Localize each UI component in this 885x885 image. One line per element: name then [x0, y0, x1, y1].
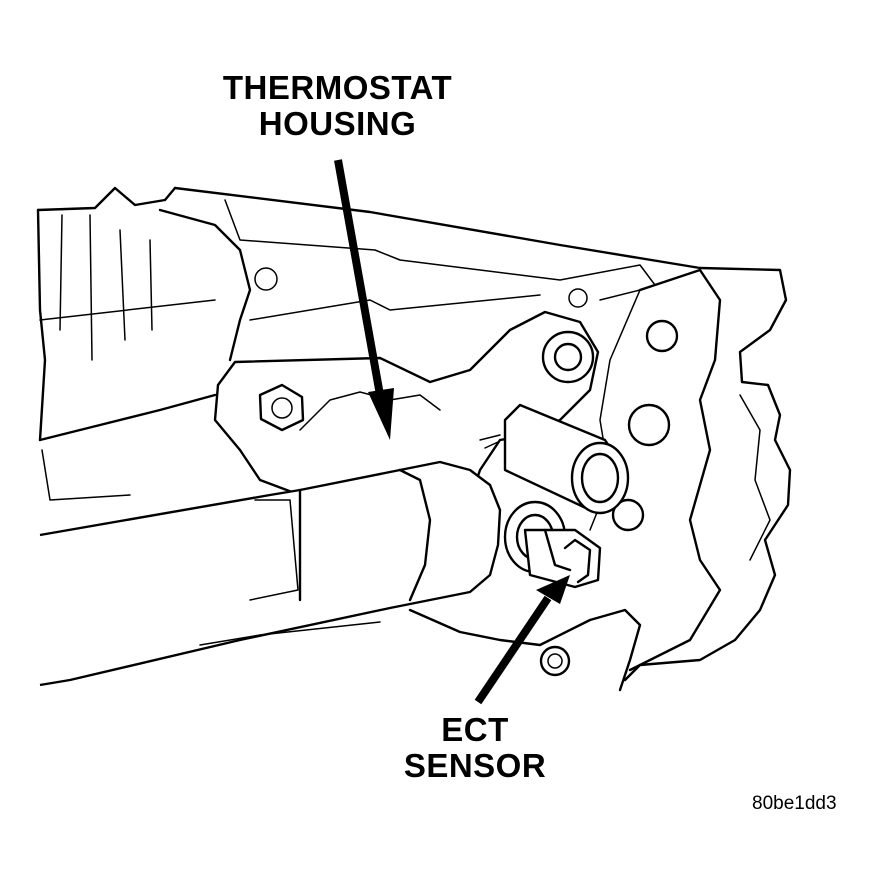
ect-sensor-body	[503, 500, 602, 589]
thermostat-housing-arrow	[334, 159, 394, 440]
radiator-hose	[39, 460, 502, 687]
ect-sensor-label: ECT SENSOR	[370, 712, 580, 783]
lower-casting	[199, 608, 642, 692]
thermostat-housing-label-line2: HOUSING	[258, 104, 417, 142]
ect-sensor-arrow	[474, 575, 570, 705]
thermostat-housing-label: THERMOSTAT HOUSING	[190, 70, 485, 141]
engine-block-outline	[36, 186, 792, 682]
ect-sensor-label-line2: SENSOR	[403, 746, 547, 784]
figure-id: 80be1dd3	[752, 793, 837, 814]
ect-sensor-label-line1: ECT	[441, 711, 509, 748]
outlet-nipple	[479, 403, 630, 515]
thermostat-housing-label-line1: THERMOSTAT	[222, 69, 453, 106]
